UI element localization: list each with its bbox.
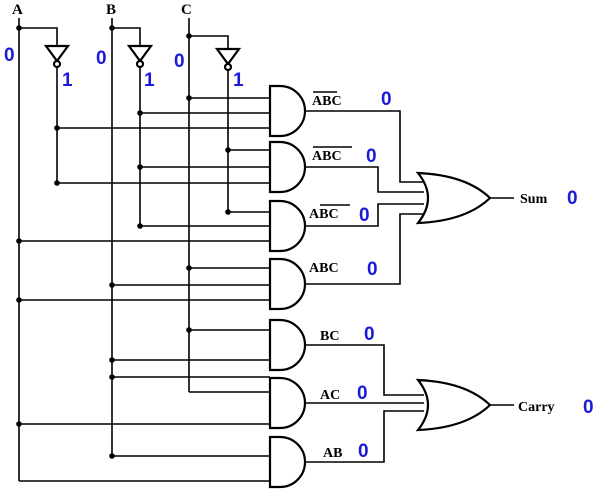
and-gate-5: [268, 318, 307, 372]
and-1-value: 0: [381, 89, 392, 110]
term-2-b: B: [322, 149, 331, 164]
term-label-2: ABC: [312, 146, 352, 164]
and-input-wires: [19, 97, 270, 482]
or-gate-carry: [415, 378, 514, 432]
term-label-3: ABC: [309, 204, 350, 222]
not-b-value: 1: [144, 70, 155, 91]
term-label-1: ABC: [312, 91, 342, 109]
carry-value: 0: [583, 397, 594, 418]
term-2-c: C: [331, 149, 341, 164]
input-c-value: 0: [174, 51, 185, 72]
not-a-value: 1: [62, 70, 73, 91]
and-gate-6: [268, 376, 307, 430]
and-5-value: 0: [364, 324, 375, 345]
term-label-5: BC: [320, 329, 339, 344]
not-gate-b: [112, 27, 154, 226]
and-3-value: 0: [359, 205, 370, 226]
and-gate-7: [268, 435, 307, 489]
input-b-label: B: [106, 2, 116, 18]
svg-text:ABC: ABC: [309, 207, 339, 222]
and-gate-1: [268, 84, 307, 138]
and-7-value: 0: [358, 441, 369, 462]
input-b-value: 0: [96, 48, 107, 69]
not-c-value: 1: [233, 70, 244, 91]
junction-dots: [16, 25, 231, 459]
and-gate-2: [268, 140, 307, 194]
input-a-value: 0: [4, 45, 15, 66]
svg-text:ABC: ABC: [312, 149, 342, 164]
carry-label: Carry: [518, 400, 555, 415]
sum-label: Sum: [520, 192, 548, 207]
not-gate-a: [19, 27, 71, 183]
and-4-value: 0: [367, 259, 378, 280]
input-c-label: C: [181, 2, 192, 18]
term-1-a: A: [312, 94, 323, 109]
term-3-c: C: [328, 207, 338, 222]
and-2-value: 0: [366, 146, 377, 167]
term-3-b: B: [319, 207, 328, 222]
and-output-wires: [305, 110, 424, 463]
and-gate-4: [268, 257, 307, 311]
and-gate-3: [268, 199, 307, 253]
term-label-4: ABC: [309, 261, 339, 276]
term-label-7: AB: [323, 446, 342, 461]
term-2-a: A: [312, 149, 323, 164]
or-gate-sum: [415, 171, 514, 225]
sum-value: 0: [567, 188, 578, 209]
term-1-b: B: [322, 94, 331, 109]
term-label-6: AC: [320, 388, 340, 403]
and-6-value: 0: [357, 383, 368, 404]
svg-text:ABC: ABC: [312, 94, 342, 109]
term-1-c: C: [331, 94, 341, 109]
input-buses: [18, 18, 190, 481]
input-a-label: A: [12, 2, 23, 18]
not-gate-c: [189, 35, 242, 212]
